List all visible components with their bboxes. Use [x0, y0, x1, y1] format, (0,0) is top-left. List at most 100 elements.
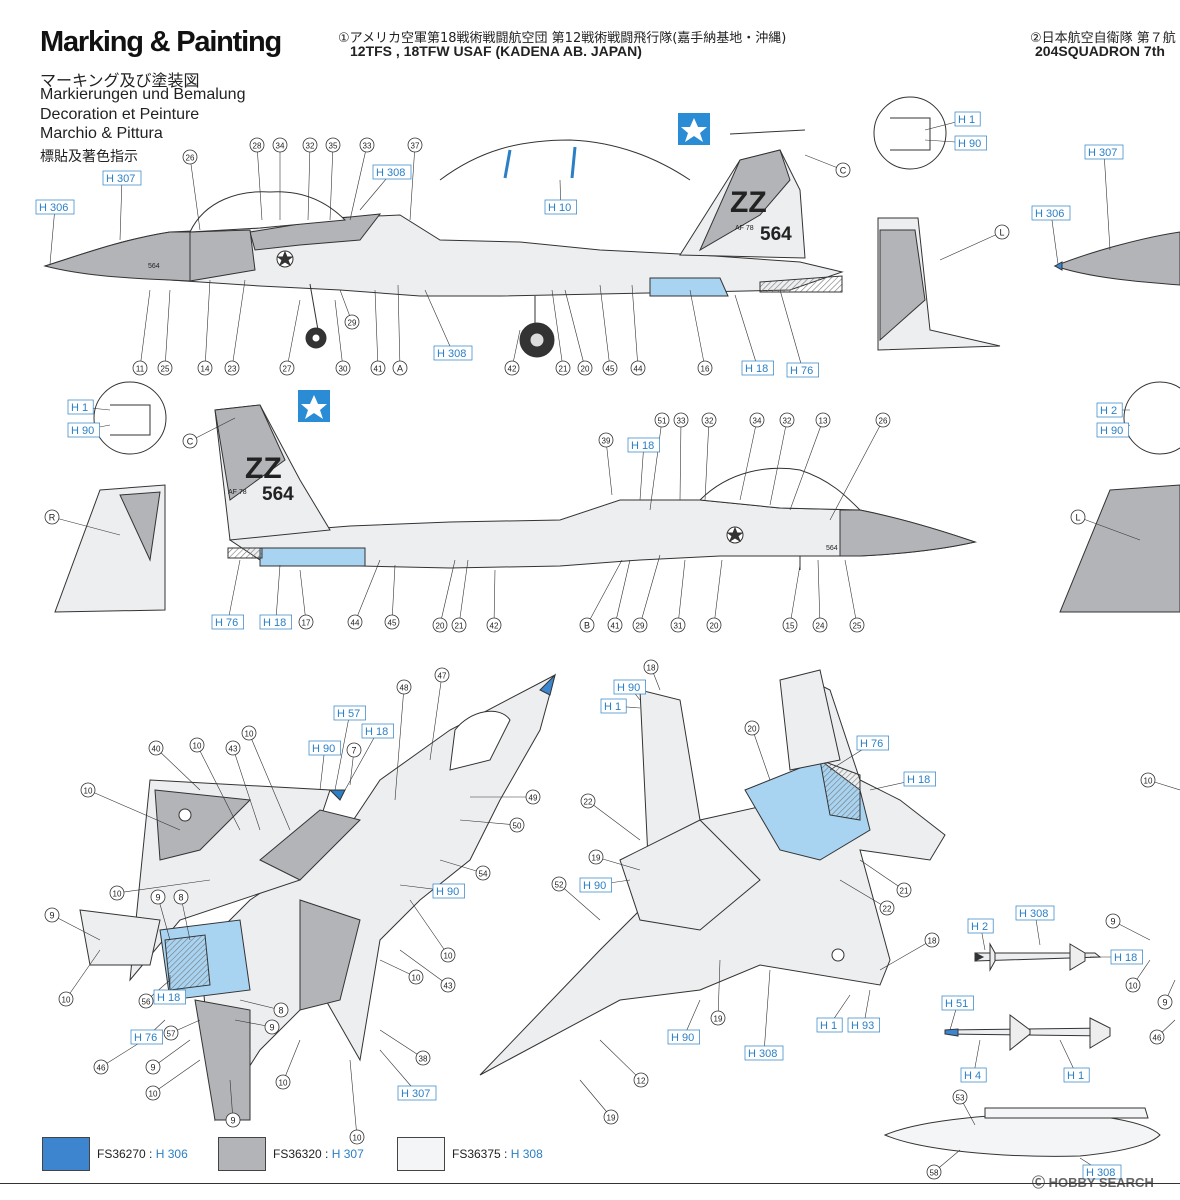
- callout-circle: [1157, 994, 1173, 1010]
- paint-code-label: H 93: [851, 1020, 874, 1032]
- paint-code-box: [432, 883, 465, 899]
- callout-number: 31: [674, 622, 683, 631]
- paint-code-box: [960, 1067, 987, 1083]
- paint-code-label: H 90: [617, 682, 640, 694]
- callout-circle: [415, 1050, 431, 1066]
- callout-circle: [509, 817, 525, 833]
- paint-code-label: H 1: [820, 1020, 837, 1032]
- paint-code-label: H 76: [134, 1032, 157, 1044]
- callout-circle: [197, 360, 213, 376]
- callout-circle: [407, 137, 423, 153]
- callout-number: 46: [97, 1064, 106, 1073]
- paint-code-label: H 1: [958, 114, 975, 126]
- callout-number: 32: [783, 417, 792, 426]
- callout-circle: [643, 659, 659, 675]
- detail-circle-2: [93, 381, 167, 455]
- tail-fin-detail-2: [54, 484, 166, 613]
- callout-circle: [632, 617, 648, 633]
- paint-leader: [763, 969, 771, 1054]
- callout-number: 21: [900, 887, 909, 896]
- callout-number: L: [1075, 513, 1080, 523]
- callout-number: 19: [607, 1114, 616, 1123]
- paint-code-box: [744, 1045, 784, 1061]
- callout-circle: [1149, 1029, 1165, 1045]
- paint-leader: [119, 177, 123, 241]
- callout-circle: [580, 793, 596, 809]
- callout-circle: [347, 614, 363, 630]
- callout-circle: [434, 667, 450, 683]
- paint-code-label: H 90: [671, 1032, 694, 1044]
- paint-code-box: [903, 771, 936, 787]
- callout-circle: [952, 1089, 968, 1105]
- nose-number: 564: [148, 263, 160, 270]
- callout-number: 29: [636, 622, 645, 631]
- scheme-1-japanese: ①アメリカ空軍第18戦術戦闘航空団 第12戦術戦闘飛行隊(嘉手納基地・沖縄): [338, 31, 787, 46]
- aircraft-side-view-2-partial: [1053, 231, 1180, 286]
- callout-leader: [599, 1039, 642, 1081]
- fuel-tank: [883, 1107, 1161, 1157]
- callout-leader: [87, 789, 181, 831]
- callout-leader: [859, 859, 905, 891]
- callout-number: 45: [606, 365, 615, 374]
- callout-circle: [396, 679, 412, 695]
- callout-leader: [677, 559, 686, 626]
- callout-circle: [275, 1074, 291, 1090]
- callout-leader: [844, 559, 858, 626]
- paint-code-box: [967, 918, 994, 934]
- callout-leader: [379, 1029, 424, 1059]
- callout-leader: [204, 279, 211, 369]
- callout-number: 18: [647, 664, 656, 673]
- paint-code-box: [613, 679, 646, 695]
- missile-aim9: [944, 1014, 1111, 1052]
- callout-leader: [189, 417, 236, 442]
- paint-code-label: H 18: [263, 617, 286, 629]
- subtitle-japanese: マーキング及び塗装図: [40, 73, 200, 90]
- callout-circle: [588, 849, 604, 865]
- callout-circle: [189, 737, 205, 753]
- callout-circle: [849, 617, 865, 633]
- callout-number: 33: [677, 417, 686, 426]
- callout-leader: [459, 819, 518, 826]
- callout-leader: [717, 959, 721, 1019]
- paint-leader: [779, 289, 804, 371]
- callout-circle: [163, 1025, 179, 1041]
- callout-circle: [551, 876, 567, 892]
- paint-code-label: H 18: [631, 440, 654, 452]
- paint-code-box: [1031, 205, 1071, 221]
- callout-circle: [451, 617, 467, 633]
- paint-code-box: [130, 1029, 163, 1045]
- callout-number: 17: [302, 619, 311, 628]
- paint-code-box: [259, 614, 292, 630]
- callout-number: 10: [444, 952, 453, 961]
- callout-circle: [486, 617, 502, 633]
- paint-code-label: H 1: [1067, 1070, 1084, 1082]
- callout-leader: [689, 289, 706, 369]
- callout-number: 39: [602, 437, 611, 446]
- callout-leader: [329, 144, 334, 221]
- callout-number: 10: [62, 996, 71, 1005]
- callout-number: 22: [883, 905, 892, 914]
- callout-number: 10: [149, 1090, 158, 1099]
- callout-number: 44: [634, 365, 643, 374]
- callout-leader: [307, 144, 311, 221]
- callout-circle: [225, 740, 241, 756]
- paint-code-box: [397, 1085, 437, 1101]
- callout-leader: [152, 1039, 191, 1068]
- paint-code-box: [816, 1017, 843, 1033]
- callout-circle: [749, 412, 765, 428]
- callout-circle: [440, 947, 456, 963]
- callout-number: 9: [1162, 998, 1167, 1008]
- callout-circle: [80, 782, 96, 798]
- callout-number: 26: [879, 417, 888, 426]
- callout-circle: [344, 314, 360, 330]
- callout-number: 8: [278, 1006, 283, 1016]
- callout-circle: [779, 412, 795, 428]
- callout-leader: [51, 516, 121, 536]
- callout-leader: [739, 419, 758, 501]
- paint-code-label: H 18: [907, 774, 930, 786]
- callout-leader: [349, 1059, 358, 1138]
- scheme-2-english: 204SQUADRON 7th: [1035, 43, 1165, 59]
- callout-number: 9: [230, 1116, 235, 1126]
- callout-circle: [325, 137, 341, 153]
- callout-circle: [302, 137, 318, 153]
